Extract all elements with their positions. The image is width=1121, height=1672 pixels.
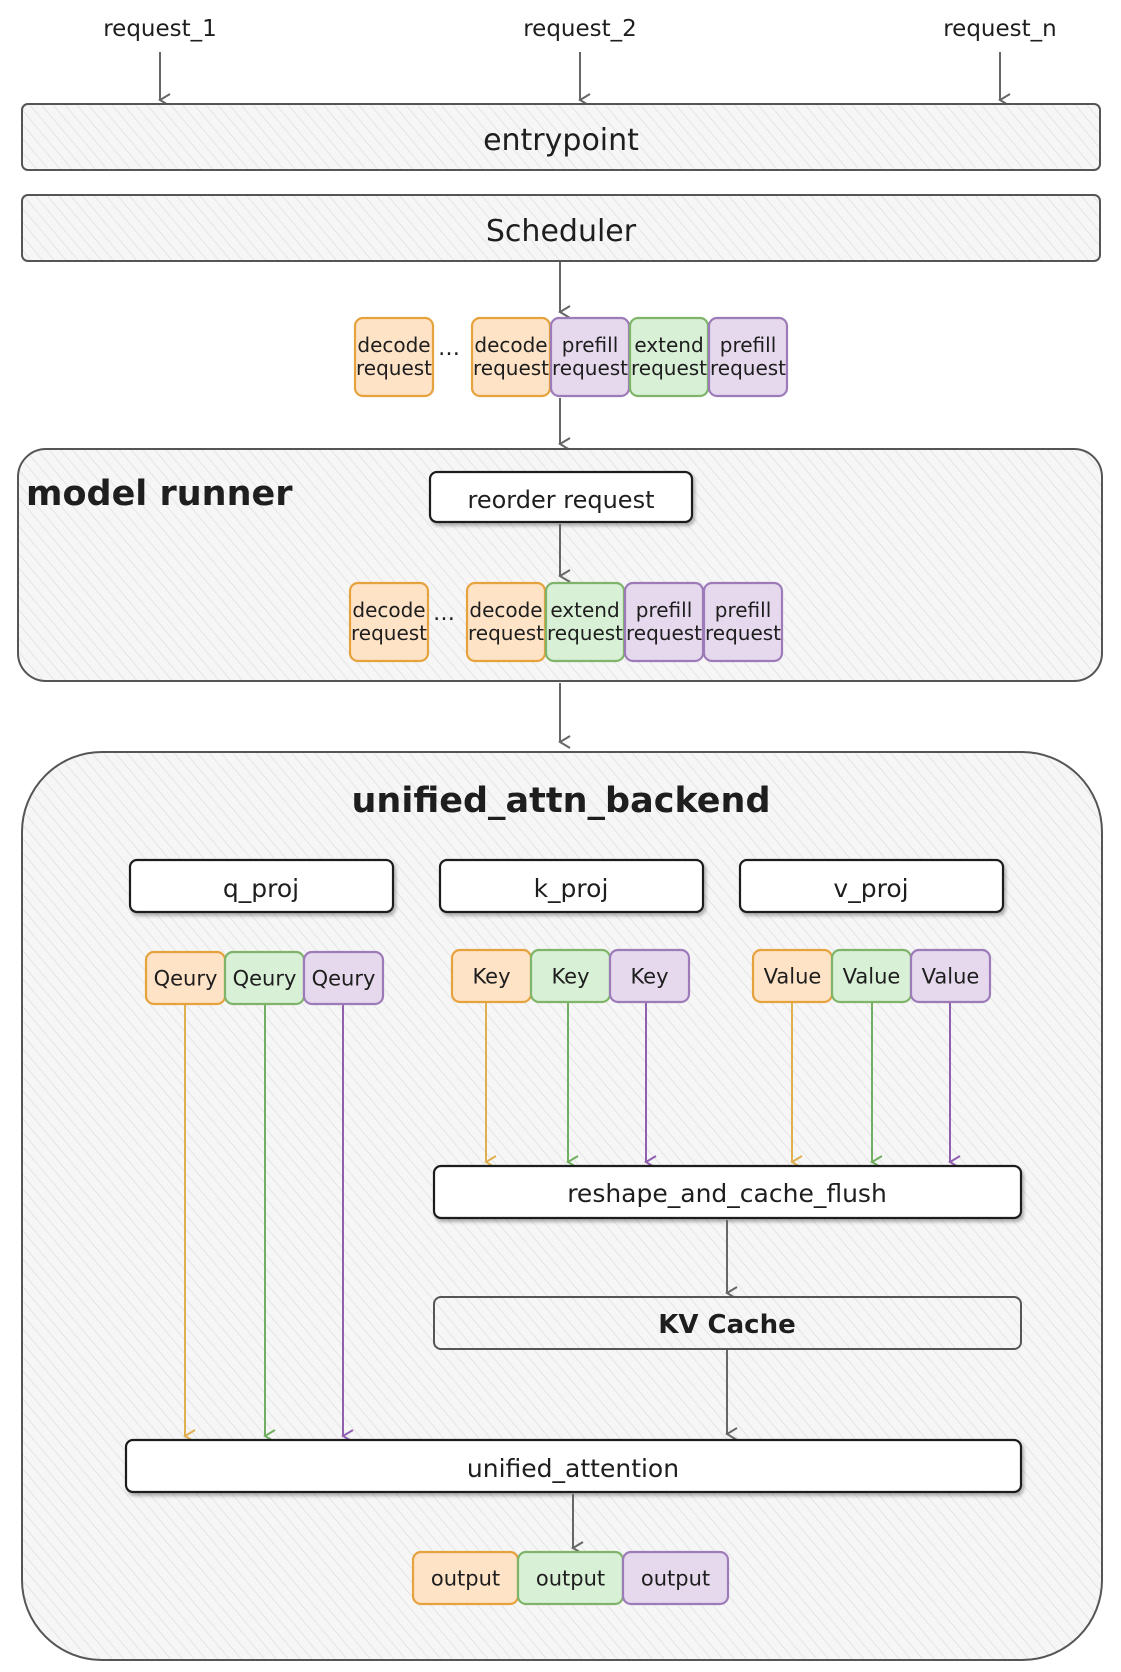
reshape-and-cache-flush-box	[432, 1164, 1023, 1220]
key-chip-1-text-1: Key	[472, 965, 510, 989]
model-runner-batch-item-1-bg	[348, 581, 430, 663]
key-chip-3-bg	[608, 948, 691, 1004]
unified-attention-label: unified_attention	[467, 1454, 679, 1483]
model-runner-batch-item-4-text-1: prefill	[636, 598, 693, 622]
value-chip-2: Value	[830, 948, 913, 1004]
model-runner-batch-item-1-text-2: request	[351, 621, 427, 645]
query-chip-3-text-1: Qeury	[312, 967, 376, 991]
entrypoint-label: entrypoint	[483, 123, 639, 158]
scheduler-batch-item-3-text-1: prefill	[562, 333, 619, 357]
scheduler-box	[21, 194, 1101, 262]
kv-cache-box	[433, 1296, 1022, 1350]
output-chip-3: output	[621, 1550, 730, 1606]
scheduler-batch-item-2-text-2: request	[473, 356, 549, 380]
q-proj-label: q_proj	[223, 874, 299, 903]
scheduler-batch: decoderequestdecoderequestprefillrequest…	[353, 316, 789, 398]
unified-attention-box	[124, 1438, 1023, 1494]
model-runner-batch-item-4-text-2: request	[626, 621, 702, 645]
value-chip-2-text-1: Value	[843, 965, 901, 989]
scheduler-batch-item-1-text-1: decode	[357, 333, 430, 357]
request-label-1: request_1	[103, 16, 217, 42]
model-runner-batch-item-3-text-1: extend	[550, 598, 619, 622]
reshape-and-cache-flush-label: reshape_and_cache_flush	[567, 1179, 887, 1208]
key-chip-2: Key	[529, 948, 612, 1004]
model-runner-batch-item-1-text-1: decode	[352, 598, 425, 622]
output-chip-3-text-1: output	[641, 1567, 710, 1591]
unified-attn-backend-title: unified_attn_backend	[351, 781, 770, 821]
kv-cache-label: KV Cache	[658, 1310, 796, 1340]
qkv-chips: Qeury Qeury Qeury Key Key Key Value Value Value	[144, 948, 992, 1006]
model-runner-batch-item-2-text-1: decode	[469, 598, 542, 622]
k-proj-box	[438, 858, 705, 914]
entrypoint-box	[21, 103, 1101, 171]
k-proj-label: k_proj	[534, 874, 609, 903]
key-chip-3: Key	[608, 948, 691, 1004]
query-chip-3: Qeury	[302, 950, 385, 1006]
request-label-2: request_2	[523, 16, 637, 42]
scheduler-batch-item-5-text-1: prefill	[720, 333, 777, 357]
model-runner-batch: decoderequestdecoderequestextendrequestp…	[348, 581, 784, 663]
value-chip-3: Value	[909, 948, 992, 1004]
v-proj-label: v_proj	[833, 874, 908, 903]
key-chip-1: Key	[450, 948, 533, 1004]
scheduler-batch-item-5-text-2: request	[710, 356, 786, 380]
scheduler-batch-item-5-bg	[707, 316, 789, 398]
scheduler-batch-item-2-text-1: decode	[474, 333, 547, 357]
scheduler-batch-ellipsis: …	[438, 336, 460, 361]
model-runner-title: model runner	[26, 474, 293, 514]
output-chips: output output output	[411, 1550, 730, 1606]
model-runner-batch-ellipsis: …	[433, 601, 455, 626]
scheduler-batch-item-1-bg	[353, 316, 435, 398]
value-chip-3-bg	[909, 948, 992, 1004]
model-runner-batch-item-5-text-1: prefill	[715, 598, 772, 622]
scheduler-batch-item-4-text-2: request	[631, 356, 707, 380]
reorder-request-box	[428, 470, 694, 524]
output-chip-2-text-1: output	[536, 1567, 605, 1591]
output-chip-2: output	[516, 1550, 625, 1606]
query-chip-2: Qeury	[223, 950, 306, 1006]
model-runner-batch-item-2-text-2: request	[468, 621, 544, 645]
value-chip-1-text-1: Value	[764, 965, 822, 989]
scheduler-batch-item-4-text-1: extend	[634, 333, 703, 357]
query-chip-1: Qeury	[144, 950, 227, 1006]
scheduler-batch-item-3-text-2: request	[552, 356, 628, 380]
reorder-request-label: reorder request	[468, 486, 655, 514]
query-chip-2-text-1: Qeury	[233, 967, 297, 991]
qkv-arrows	[183, 1001, 961, 1443]
value-chip-1: Value	[751, 948, 834, 1004]
model-runner-batch-item-3-text-2: request	[547, 621, 623, 645]
query-chip-3-bg	[302, 950, 385, 1006]
model-runner-batch-item-5-text-2: request	[705, 621, 781, 645]
v-proj-box	[738, 858, 1005, 914]
query-chip-1-text-1: Qeury	[154, 967, 218, 991]
model-runner-batch-item-5-bg	[702, 581, 784, 663]
value-chip-3-text-1: Value	[922, 965, 980, 989]
key-chip-3-text-1: Key	[630, 965, 668, 989]
key-chip-2-text-1: Key	[551, 965, 589, 989]
request-label-n: request_n	[943, 16, 1057, 42]
output-chip-1: output	[411, 1550, 520, 1606]
q-proj-box	[128, 858, 395, 914]
scheduler-label: Scheduler	[486, 214, 637, 249]
output-chip-1-text-1: output	[431, 1567, 500, 1591]
output-chip-3-bg	[621, 1550, 730, 1606]
scheduler-batch-item-1-text-2: request	[356, 356, 432, 380]
